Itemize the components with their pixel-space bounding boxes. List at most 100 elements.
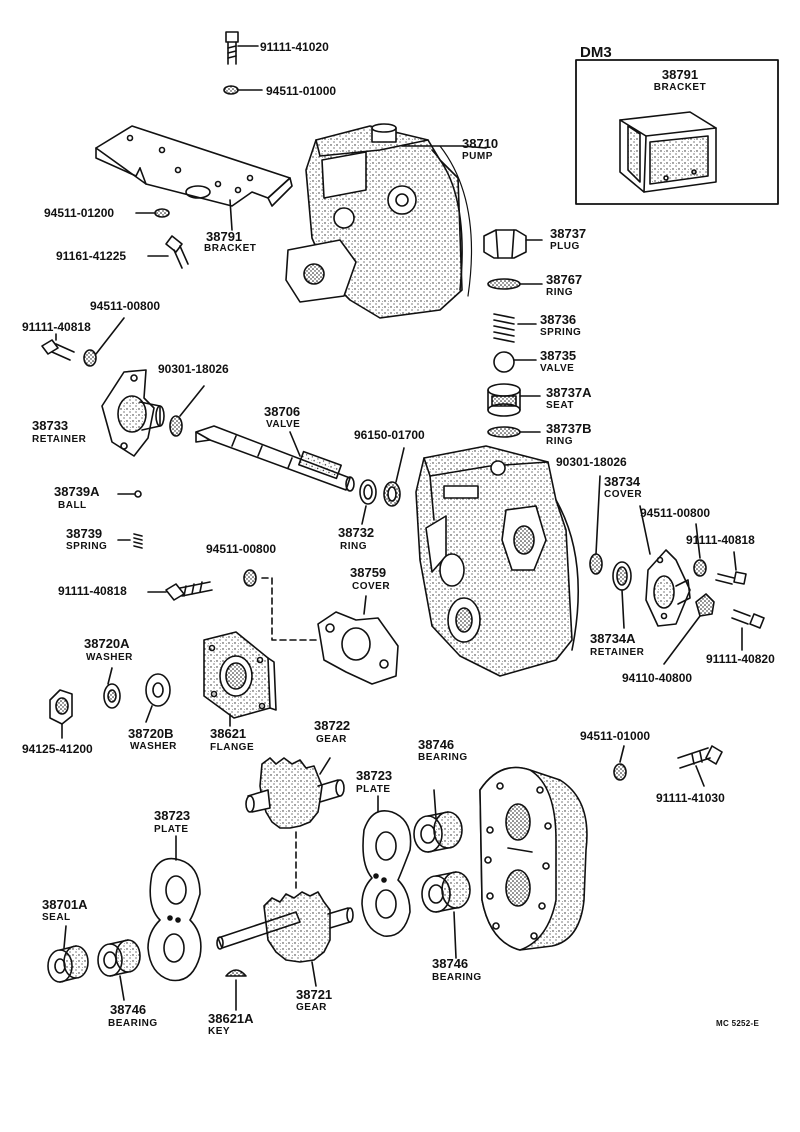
part-name-label: WASHER	[86, 652, 133, 663]
bolt-91161-41225	[147, 235, 189, 269]
cover-38759-drawing	[317, 595, 399, 685]
bolt-91111-40820-drawing	[731, 609, 765, 651]
bearing-38746-c-drawing	[421, 871, 471, 959]
nut-94125-41200-drawing	[49, 689, 73, 739]
part-number-label: 38737A	[546, 385, 592, 400]
valve-shaft-38706-drawing	[195, 425, 355, 492]
part-name-label: RING	[340, 541, 367, 552]
part-number-label: 38791	[206, 229, 243, 244]
bracket-38791-drawing	[95, 125, 293, 231]
part-number-label: 38746	[432, 956, 469, 971]
part-name-label: COVER	[604, 489, 643, 500]
seal-38701a-drawing	[47, 925, 89, 983]
part-number-label: 94511-00800	[90, 299, 161, 313]
part-number-label: 91111-40818	[22, 320, 91, 334]
bolt-91111-40818-a	[41, 333, 75, 361]
part-number-label: 38739	[66, 526, 103, 541]
part-name-label: PLATE	[154, 824, 189, 835]
washer-94511-01000-top	[223, 85, 263, 95]
gear-38722-drawing	[245, 757, 345, 891]
retainer-38733-drawing	[101, 369, 165, 457]
key-38621a-drawing	[225, 969, 247, 1011]
part-name-label: PLATE	[356, 784, 391, 795]
part-name-label: RETAINER	[590, 647, 645, 658]
part-name-label: BALL	[58, 500, 87, 511]
part-name-label: BEARING	[432, 972, 482, 983]
part-number-label: 38701A	[42, 897, 88, 912]
part-name-label: FLANGE	[210, 742, 255, 753]
part-number-label: 94511-00800	[206, 542, 277, 556]
part-name-label: GEAR	[316, 734, 347, 745]
bolt-91111-41030-drawing	[677, 745, 723, 787]
part-number-label: 38720B	[128, 726, 174, 741]
part-name-label: WASHER	[130, 741, 177, 752]
part-name-label: PUMP	[462, 151, 493, 162]
ring-38737b-drawing	[487, 426, 541, 438]
washer-94511-00800-a	[83, 317, 125, 367]
flange-38621-drawing	[203, 631, 277, 727]
part-name-label: COVER	[352, 581, 391, 592]
pump-38710-drawing	[285, 123, 487, 319]
part-number-label: 38722	[314, 718, 351, 733]
part-number-label: 38737B	[546, 421, 592, 436]
part-number-label: 38739A	[54, 484, 100, 499]
bolt-91111-40818-c	[715, 551, 747, 585]
part-number-label: 38735	[540, 348, 577, 363]
retainer-38734a-drawing	[612, 561, 632, 629]
ring-90301-18026-b	[589, 475, 603, 575]
gear-38721-drawing	[216, 891, 354, 987]
inset-bracket-drawing	[619, 111, 717, 193]
part-number-label: 38759	[350, 565, 387, 580]
part-number-label: 94511-01000	[266, 84, 337, 98]
bolt-91111-40818-b	[147, 581, 213, 601]
part-name-label: SPRING	[540, 327, 582, 338]
part-name-label: BRACKET	[204, 243, 257, 254]
bolt-91111-41020	[225, 31, 239, 65]
part-number-label: 38746	[110, 1002, 147, 1017]
ring-38732-drawing	[359, 479, 377, 525]
part-name-label: VALVE	[540, 363, 575, 374]
bearing-38746-a-drawing	[413, 789, 463, 853]
part-number-label: 38733	[32, 418, 69, 433]
end-cover-drawing	[479, 766, 588, 951]
part-name-label: GEAR	[296, 1002, 327, 1013]
part-name-label: BEARING	[108, 1018, 158, 1029]
washer-94511-00800-b	[693, 523, 707, 577]
part-number-label: 94511-01200	[44, 206, 115, 220]
washer-94511-00800-c	[243, 569, 319, 641]
part-number-label: 38734A	[590, 631, 636, 646]
part-number-label: 38732	[338, 525, 375, 540]
part-number-label: 38621A	[208, 1011, 254, 1026]
part-number-label: 38706	[264, 404, 301, 419]
part-number-label: 91111-41030	[656, 791, 725, 805]
ring-90301-18026-a	[169, 385, 205, 437]
part-number-label: 94511-01000	[580, 729, 651, 743]
part-number-label: 91111-40818	[686, 533, 755, 547]
part-number-label: 38767	[546, 272, 583, 287]
part-name-label: RETAINER	[32, 434, 87, 445]
plug-38737-drawing	[483, 229, 543, 259]
ring-38767-drawing	[487, 278, 543, 290]
part-number-label: 94110-40800	[622, 671, 693, 685]
washer-38720b-drawing	[145, 673, 171, 723]
plate-38723-a-drawing	[361, 795, 412, 937]
inset-title: DM3	[580, 44, 612, 61]
valve-38735-drawing	[493, 351, 537, 373]
part-number-label: 38621	[210, 726, 247, 741]
part-number-label: 94511-00800	[640, 506, 711, 520]
part-number-label: 38723	[154, 808, 191, 823]
part-number-label: 91111-41020	[260, 40, 329, 54]
part-number-label: 91111-40820	[706, 652, 775, 666]
part-number-label: 90301-18026	[158, 362, 229, 376]
seat-38737a-drawing	[487, 383, 541, 417]
part-number-label: 38710	[462, 136, 499, 151]
part-name-label: RING	[546, 436, 573, 447]
spring-38739-drawing	[117, 533, 143, 549]
part-number-label: 38723	[356, 768, 393, 783]
washer-94511-01200	[135, 208, 170, 218]
cover-38734-drawing	[639, 505, 691, 627]
part-number-label: 91161-41225	[56, 249, 127, 263]
part-number-label: 38737	[550, 226, 587, 241]
part-number-label: 38734	[604, 474, 641, 489]
drawing-code: MC 5252-E	[716, 1019, 760, 1028]
